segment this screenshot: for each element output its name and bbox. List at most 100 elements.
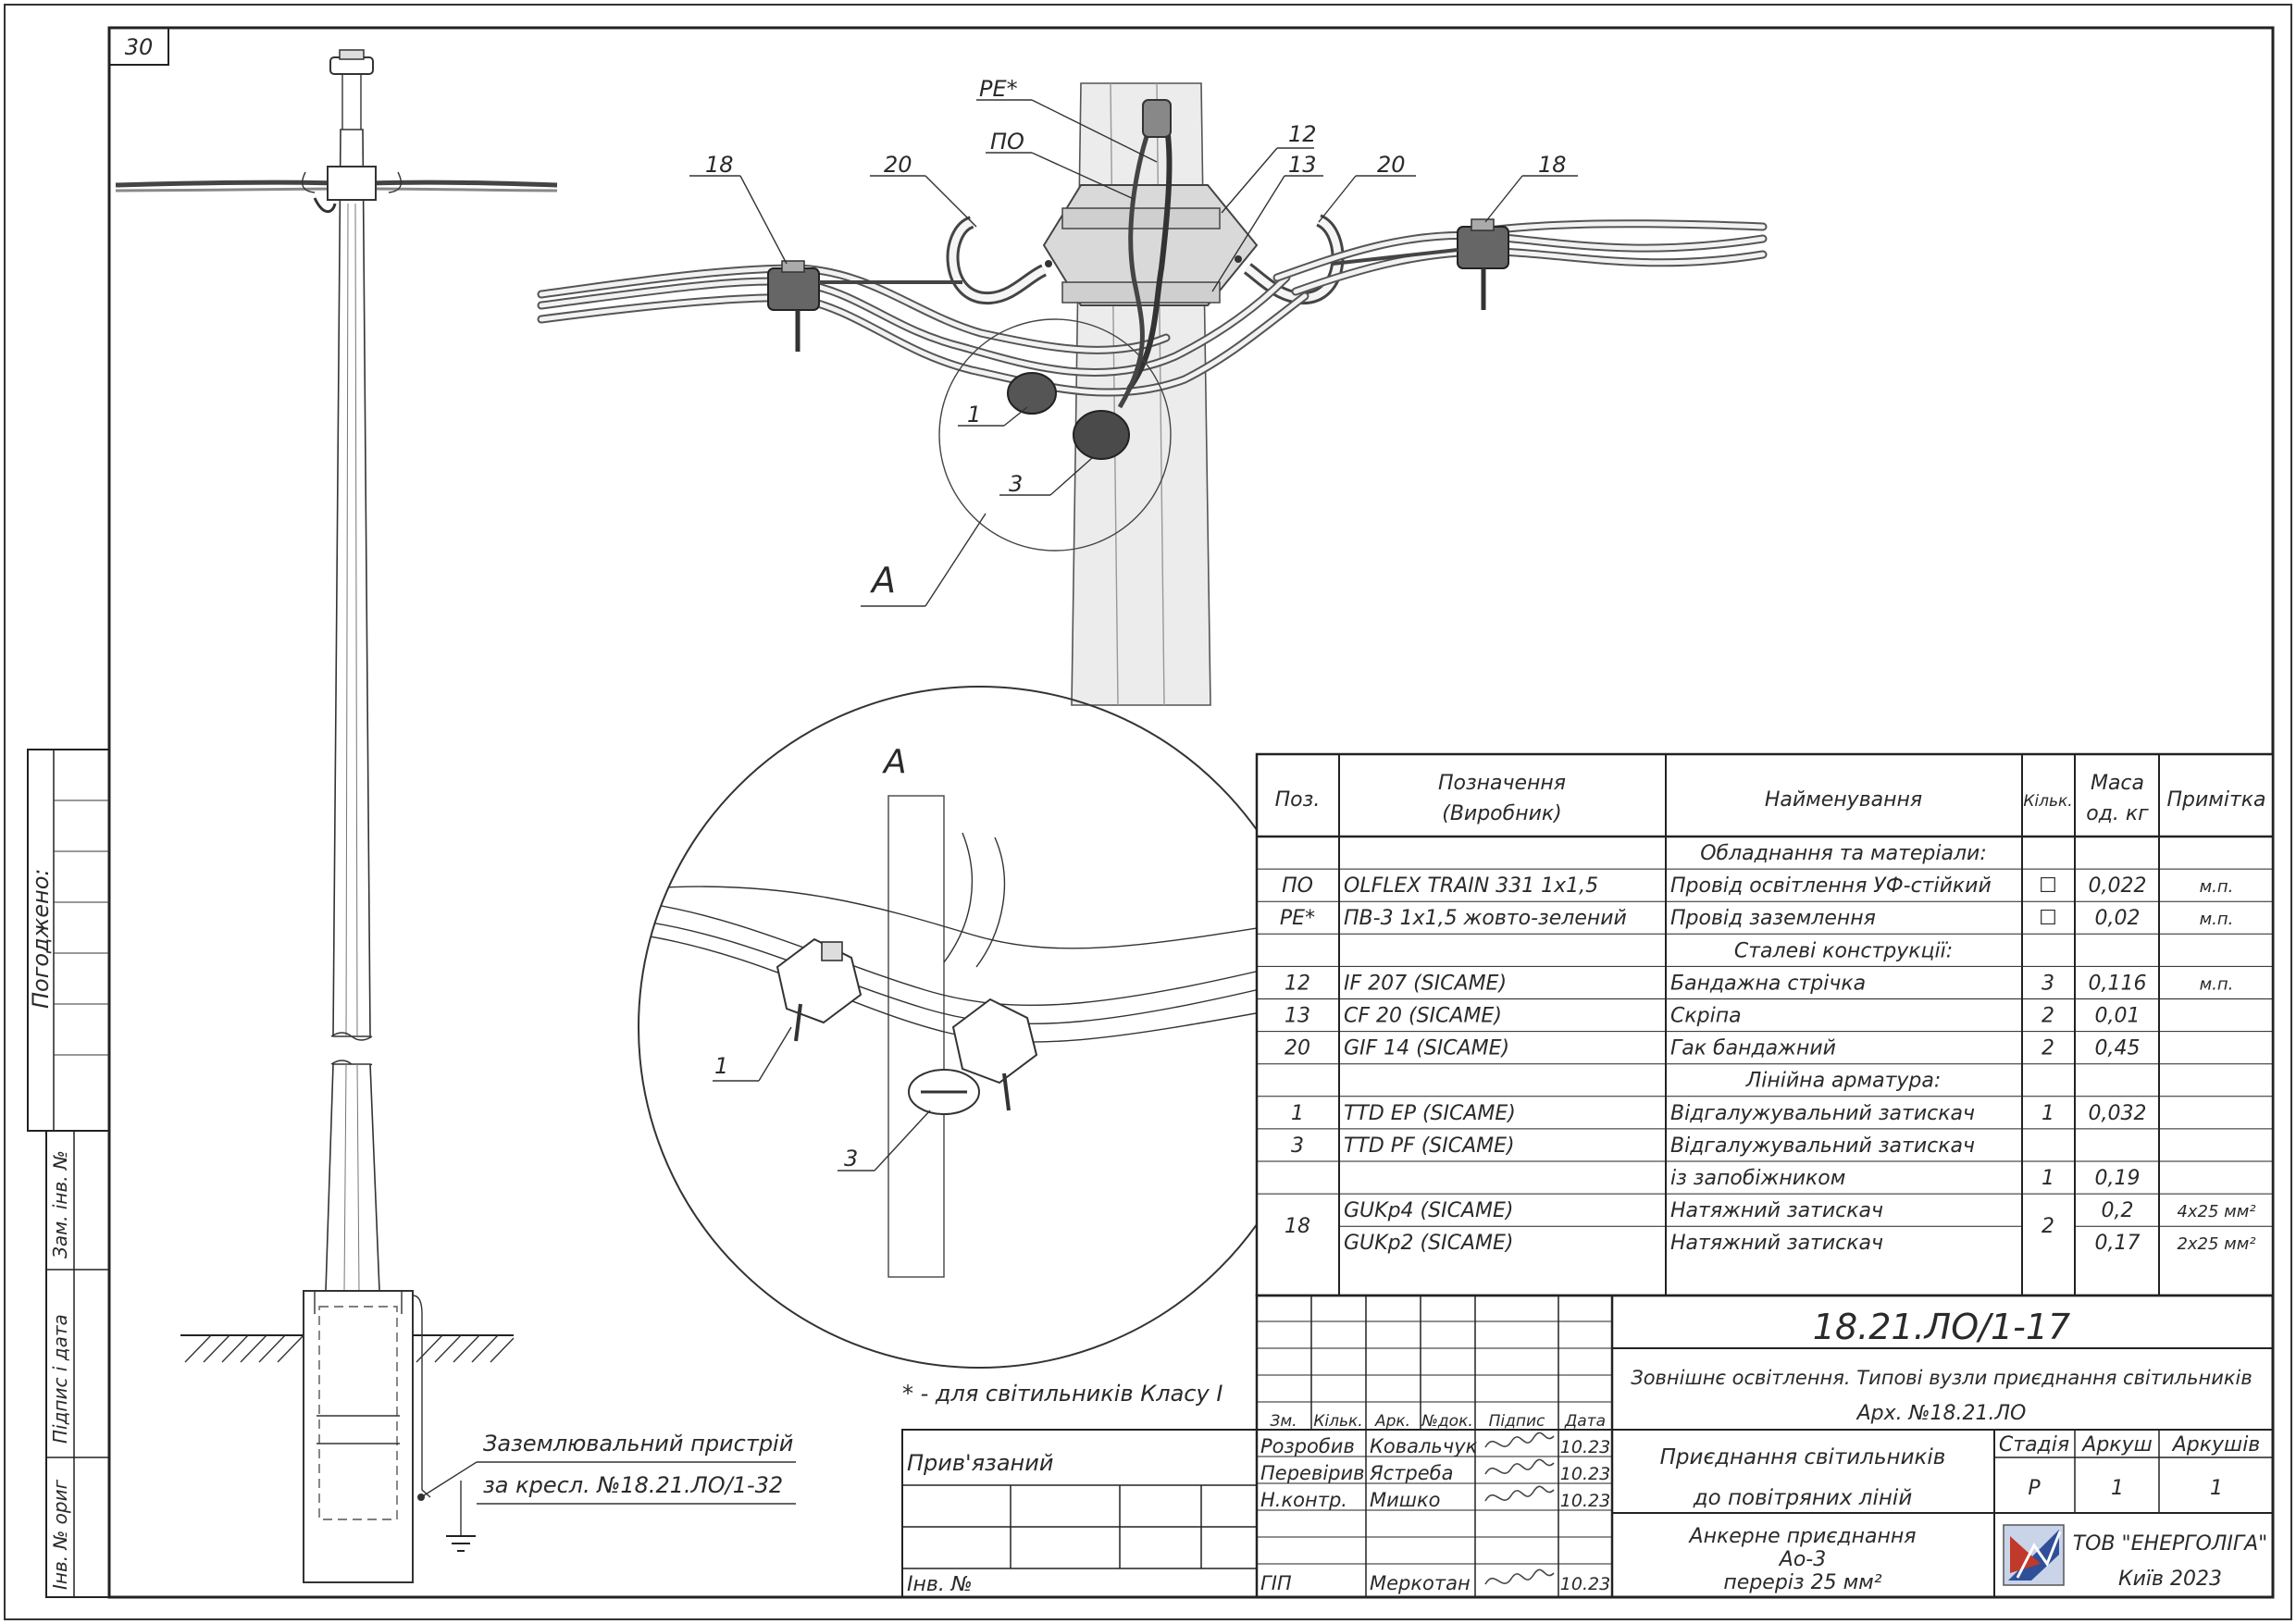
inv-no-label: Інв. № [907,1573,973,1596]
view-a-label: A [869,560,896,601]
sheet-title-line1: Приєднання світильників [1660,1445,1946,1469]
spec-cell-qty: 2 [2042,1005,2054,1028]
staff-role: ГІП [1260,1572,1292,1594]
anchor-assembly-view [537,82,1768,706]
spec-cell-name: Відгалужувальний затискач [1670,1102,1975,1125]
spec-cell-designation: GUKp2 (SICAME) [1344,1232,1513,1255]
staff-col-header: Зм. [1270,1412,1297,1431]
staff-date: 10.23 [1560,1491,1610,1511]
staff-role: Перевірив [1260,1462,1365,1484]
spec-cell-mass: 0,17 [2095,1232,2141,1255]
staff-name: Ковальчук [1370,1435,1478,1457]
spec-cell-mass: 0,032 [2089,1102,2147,1125]
stage-value: Р [2028,1477,2041,1500]
detail-a-title: A [882,743,907,781]
spec-cell-mass: 0,01 [2095,1005,2141,1028]
callout-po: ПО [990,129,1024,155]
detail-a-view [638,686,1321,1369]
spec-cell-designation: GUKp4 (SICAME) [1344,1199,1513,1222]
staff-col-header: Арк. [1374,1412,1410,1431]
drawing-title-line3: переріз 25 мм² [1723,1571,1881,1594]
side-stamp: Погоджено: Зам. інв. № Підпис і дата Інв… [27,749,110,1598]
company-logo [2003,1524,2065,1586]
spec-cell-name: Натяжний затискач [1670,1199,1883,1222]
spec-cell-note: м.п. [2200,910,2234,929]
hdr-name: Найменування [1765,788,1922,812]
signature [1484,1485,1555,1502]
hdr-note: Примітка [2166,788,2265,812]
hdr-mass-1: Маса [2091,772,2144,795]
sheets-label: Аркушів [2171,1433,2261,1457]
callout-13: 13 [1288,152,1317,178]
spec-cell-pos: PE* [1280,907,1315,930]
spec-cell-designation: TTD PF (SICAME) [1344,1134,1515,1158]
detail-callout-1: 1 [714,1053,728,1079]
spec-cell-mass: 0,2 [2102,1199,2134,1222]
hdr-pos: Поз. [1275,788,1321,812]
grounding-note-line2: за кресл. №18.21.ЛО/1-32 [483,1472,783,1498]
callout-leaders [689,99,1578,607]
outer-border [4,4,2292,1620]
spec-cell-note: 2x25 мм² [2177,1234,2255,1254]
spec-cell-name: Натяжний затискач [1670,1232,1883,1255]
linked-label: Прив'язаний [907,1450,1053,1476]
staff-name: Ястреба [1369,1462,1453,1484]
staff-date: 10.23 [1560,1464,1610,1484]
callout-1: 1 [967,402,981,428]
callout-20-right: 20 [1377,152,1406,178]
sheets-value: 1 [2210,1477,2223,1500]
doc-number: 18.21.ЛО/1-17 [1813,1307,2070,1347]
spec-cell-note: м.п. [2200,877,2234,897]
spec-cell-mass: 0,022 [2089,874,2147,898]
replaced-inv-label: Зам. інв. № [49,1150,71,1258]
signature [1484,1432,1555,1448]
sign-date-label: Підпис і дата [49,1314,71,1444]
spec-cell-name: Бандажна стрічка [1670,972,1866,995]
spec-cell-designation: TTD EP (SICAME) [1344,1102,1516,1125]
spec-cell-name: Скріпа [1670,1005,1742,1028]
callout-18-left: 18 [705,152,734,178]
spec-cell-designation: OLFLEX TRAIN 331 1x1,5 [1344,874,1598,898]
spec-cell-name: Провід заземлення [1670,907,1876,930]
spec-cell-note: м.п. [2200,974,2234,994]
pole-side-view [115,49,796,1583]
spec-cell-mass: 0,19 [2095,1167,2141,1190]
staff-col-header: №док. [1421,1412,1473,1431]
spec-cell-name: Відгалужувальний затискач [1670,1134,1975,1158]
project-line2: Арх. №18.21.ЛО [1855,1402,2027,1425]
spec-table: Обладнання та матеріали: ПО OLFLEX TRAIN 3… [1255,752,2275,1297]
spec-cell-mass: 0,116 [2089,972,2147,995]
callout-18-right: 18 [1538,152,1567,178]
staff-date: 10.23 [1560,1574,1610,1594]
hdr-mass-2: од. кг [2086,802,2149,825]
page-number-box [108,27,169,66]
project-line1: Зовнішнє освітлення. Типові вузли приєдн… [1631,1367,2253,1389]
spec-cell-designation: CF 20 (SICAME) [1344,1005,1502,1028]
grounding-note-line1: Заземлювальний пристрій [483,1431,793,1457]
spec-rows: Обладнання та матеріали: ПО OLFLEX TRAIN 3… [1257,842,2273,1255]
drawing-title-line1: Анкерне приєднання [1688,1525,1917,1548]
sheet-label: Аркуш [2080,1433,2152,1457]
callout-pe: PE* [979,76,1018,102]
detail-leaders [713,1026,931,1172]
spec-section-title: Обладнання та матеріали: [1700,842,1987,865]
spec-cell-qty: 1 [2042,1167,2054,1190]
city-year: Київ 2023 [2118,1568,2222,1591]
spec-section-title: Лінійна арматура: [1745,1070,1942,1093]
spec-cell-designation: GIF 14 (SICAME) [1344,1037,1509,1060]
staff-date: 10.23 [1560,1437,1610,1457]
drawing-title-line2: Ао-3 [1778,1548,1826,1571]
spec-cell-qty: ☐ [2039,874,2057,898]
spec-cell-note: 4x25 мм² [2177,1202,2255,1221]
sheet-value: 1 [2111,1477,2124,1500]
spec-cell-pos: 13 [1285,1005,1310,1028]
spec-cell-pos: ПО [1282,874,1313,898]
hdr-qty: Кільк. [2023,792,2072,811]
class-note: * - для світильників Класу I [902,1381,1222,1407]
page-number: 30 [125,34,154,60]
spec-cell-qty: 3 [2042,972,2054,995]
agreed-label: Погоджено: [28,869,54,1009]
title-block [901,1294,2275,1599]
